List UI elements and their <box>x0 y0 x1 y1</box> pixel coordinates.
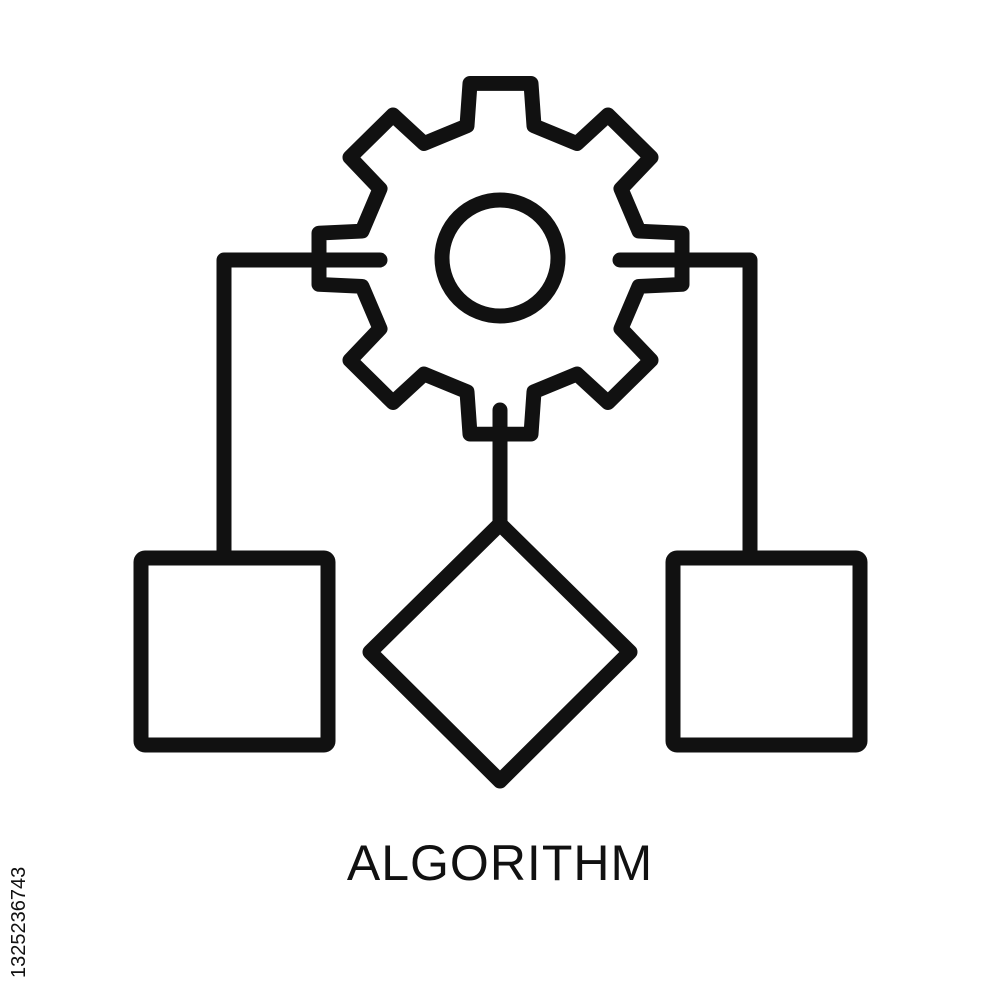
watermark-id-text: 1325236743 <box>8 867 30 978</box>
decision-diamond <box>362 516 638 789</box>
caption: ALGORITHM <box>346 835 654 891</box>
connector-left <box>216 252 388 564</box>
process-box-right <box>665 550 868 753</box>
gear-hub-icon <box>434 192 566 324</box>
process-box-left <box>133 550 336 753</box>
connector-right <box>612 252 758 564</box>
watermark-id: 1325236743 <box>3 760 33 980</box>
gear-icon <box>311 76 690 442</box>
